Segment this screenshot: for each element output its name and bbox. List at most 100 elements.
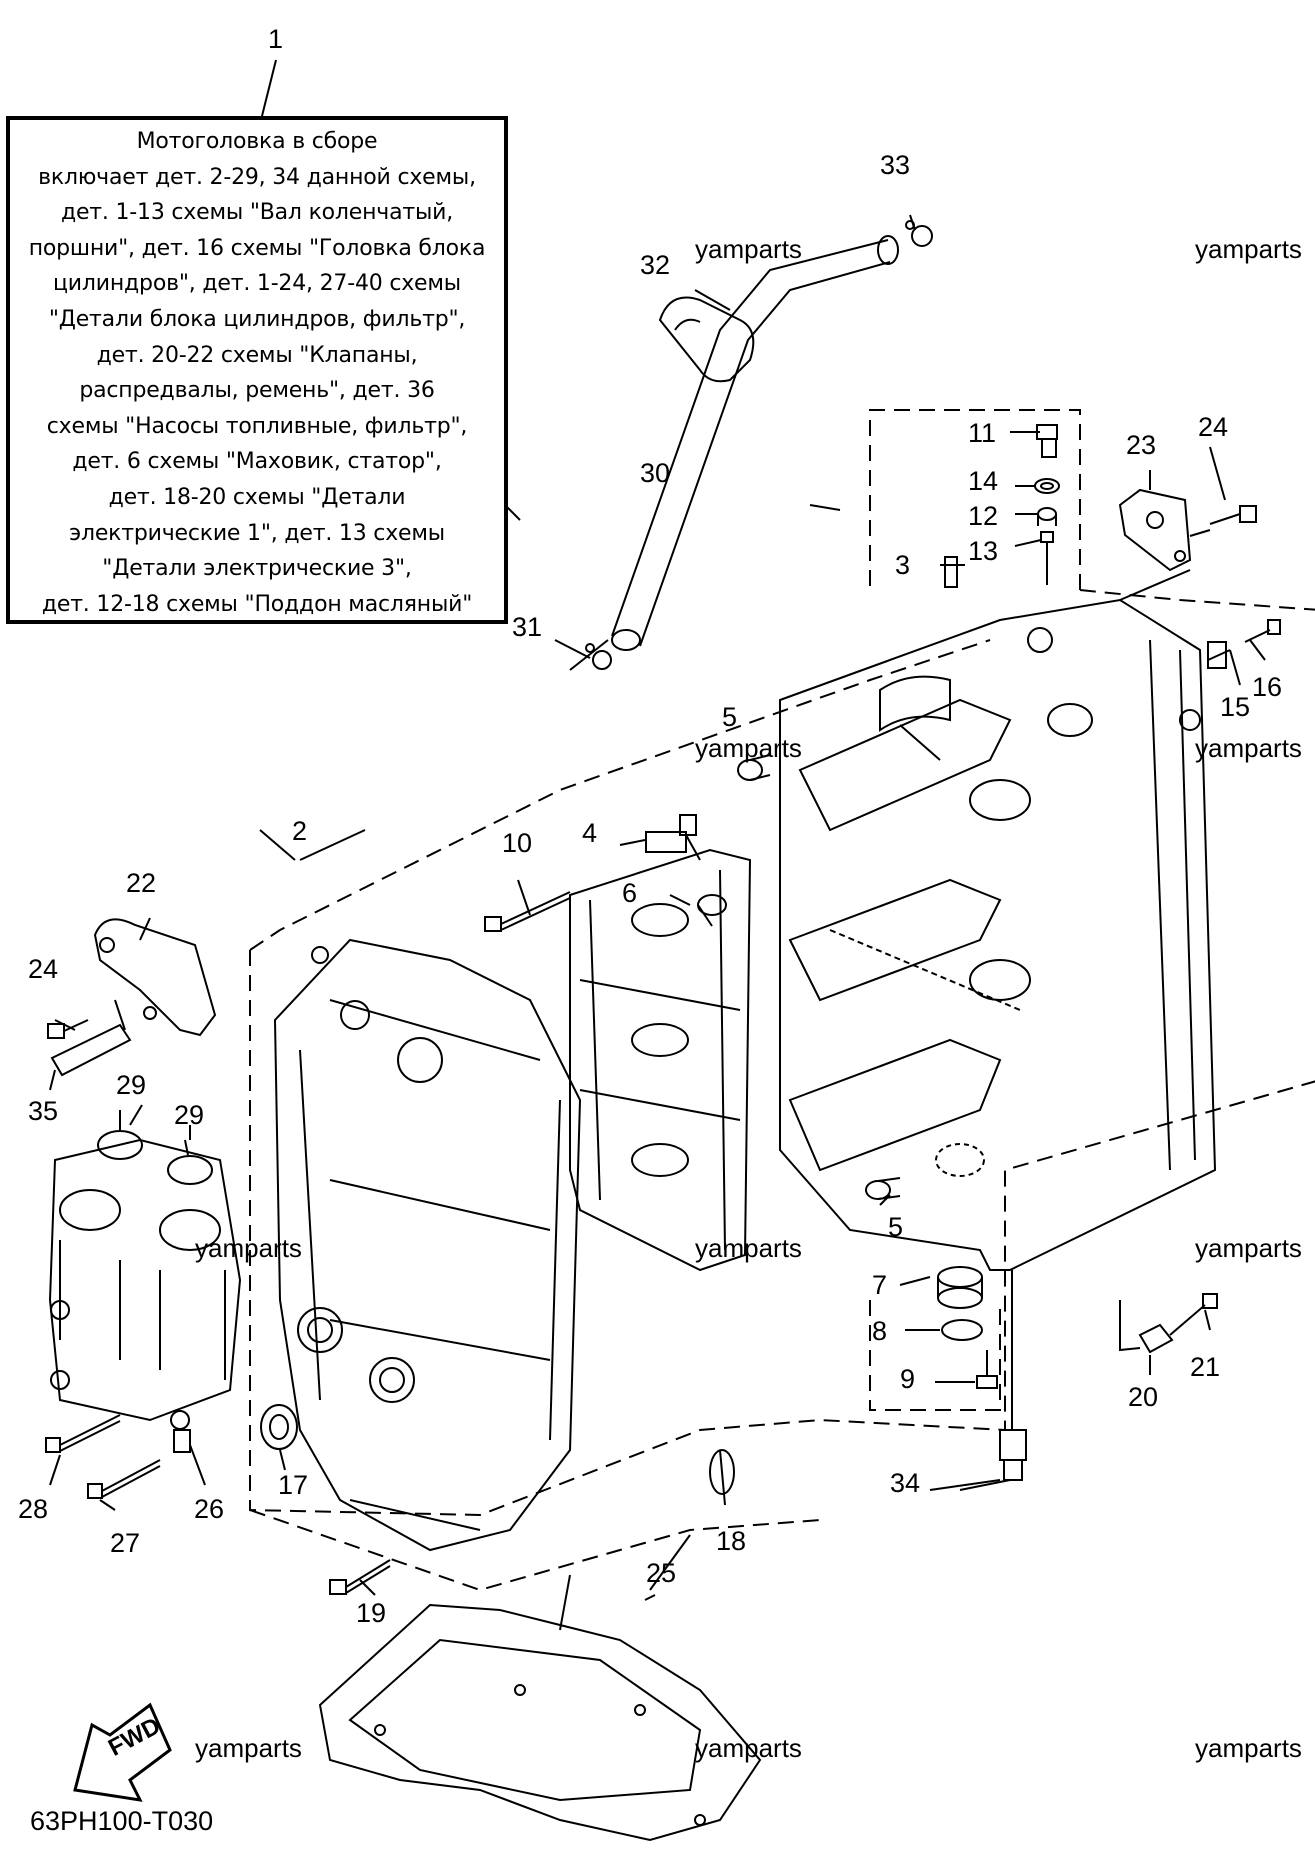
callout-14: 14 [968,466,999,496]
note-line: электрические 1", дет. 13 схемы [69,520,445,546]
callout-17: 17 [278,1470,309,1500]
oil-seal-17 [260,1404,298,1450]
note-line: "Детали блока цилиндров, фильтр", [48,306,466,332]
callout-32: 32 [640,250,671,280]
plug-cap-29 [97,1110,213,1185]
fitting-4 [645,814,701,861]
note-line: дет. 6 схемы "Маховик, статор", [72,449,442,475]
note-line: дет. 20-22 схемы "Клапаны, [96,342,418,368]
watermark: yamparts [1195,733,1302,763]
clip-20 [1138,1323,1174,1354]
bolt-24-left [47,1019,89,1039]
o-ring-18 [709,1449,735,1495]
callout-5: 5 [888,1212,904,1242]
callout-26: 26 [194,1494,225,1524]
clamp-31 [585,643,612,670]
callout-20: 20 [1128,1382,1159,1412]
gasket-25 [318,1603,762,1842]
bolt-9 [976,1350,998,1389]
diagram-code: 63PH100-T030 [30,1806,214,1836]
callout-4: 4 [582,818,598,848]
note-line: включает дет. 2-29, 34 данной схемы, [38,164,476,190]
note-line: поршни", дет. 16 схемы "Головка блока [28,235,486,261]
bolt-24-right [1209,505,1257,525]
callout-25: 25 [646,1558,677,1588]
note-line: дет. 1-13 схемы "Вал коленчатый, [60,200,454,226]
note-line: Мотоголовка в сборе [136,129,378,154]
hose-30 [569,235,899,671]
callout-6: 6 [622,878,638,908]
callout-2: 2 [292,816,308,846]
crankcase [273,938,582,1552]
washer-14 [1034,478,1060,494]
pin-3 [944,556,958,588]
clamp-32 [658,296,755,383]
callout-11: 11 [968,418,997,448]
watermark: yamparts [695,1233,802,1263]
callout-29: 29 [116,1070,147,1100]
watermark: yamparts [1195,234,1302,264]
bolt-10 [484,891,571,932]
bracket-22 [93,918,217,1037]
watermark: yamparts [195,1233,302,1263]
callout-12: 12 [968,501,999,531]
callout-9: 9 [900,1364,916,1394]
sensor-34 [999,1270,1027,1481]
callout-10: 10 [502,828,533,858]
callout-33: 33 [880,150,911,180]
note-line: схемы "Насосы топливные, фильтр", [46,413,468,439]
watermark: yamparts [695,733,802,763]
callout-13: 13 [968,536,999,566]
cylinder-block [779,598,1217,1271]
callout-30: 30 [640,458,671,488]
note-line: цилиндров", дет. 1-24, 27-40 схемы [53,271,461,297]
note-line: дет. 12-18 схемы "Поддон масляный" [41,591,473,617]
callout-15: 15 [1220,692,1251,722]
cap-7 [937,1266,983,1309]
watermark: yamparts [695,234,802,264]
callout-27: 27 [110,1528,141,1558]
callout-1: 1 [268,24,284,54]
bracket-23 [1118,488,1192,572]
ignition-coil-assembly [48,1138,242,1430]
bolt-27 [87,1459,161,1499]
dowel-5-upper [737,754,771,781]
bracket-35 [50,999,132,1077]
bolt-28 [45,1414,121,1453]
bearing-frame [569,848,752,1272]
bolt-13 [1040,531,1054,585]
watermark: yamparts [695,1733,802,1763]
callout-23: 23 [1126,430,1157,460]
seal-6 [697,894,727,927]
dowel-5-lower [865,1177,901,1200]
note-line: распредвалы, ремень", дет. 36 [79,378,435,404]
callout-3: 3 [895,550,911,580]
callout-18: 18 [716,1526,747,1556]
callout-24: 24 [28,954,59,984]
collar-26 [173,1429,191,1453]
assembly-note-box: Мотоголовка в сборе включает дет. 2-29, … [6,116,508,624]
callout-19: 19 [356,1598,387,1628]
watermark: yamparts [195,1733,302,1763]
callout-34: 34 [890,1468,921,1498]
bolt-21 [1169,1293,1218,1336]
callout-35: 35 [28,1096,59,1126]
callout-5: 5 [722,702,738,732]
callout-28: 28 [18,1494,49,1524]
collar-12 [1037,507,1057,526]
callout-8: 8 [872,1316,888,1346]
bolt-16 [1244,619,1281,643]
callout-21: 21 [1190,1352,1221,1382]
o-ring-8 [941,1319,983,1341]
clamp-33 [905,220,933,247]
callout-16: 16 [1252,672,1283,702]
plate-15 [1207,641,1227,669]
callout-22: 22 [126,868,157,898]
callout-31: 31 [512,612,543,642]
note-line: дет. 18-20 схемы "Детали [108,484,406,510]
bolt-19 [329,1559,391,1595]
callout-7: 7 [872,1270,888,1300]
fwd-arrow-icon [73,1702,172,1802]
crankcase-dashed-outline [249,950,1315,1517]
